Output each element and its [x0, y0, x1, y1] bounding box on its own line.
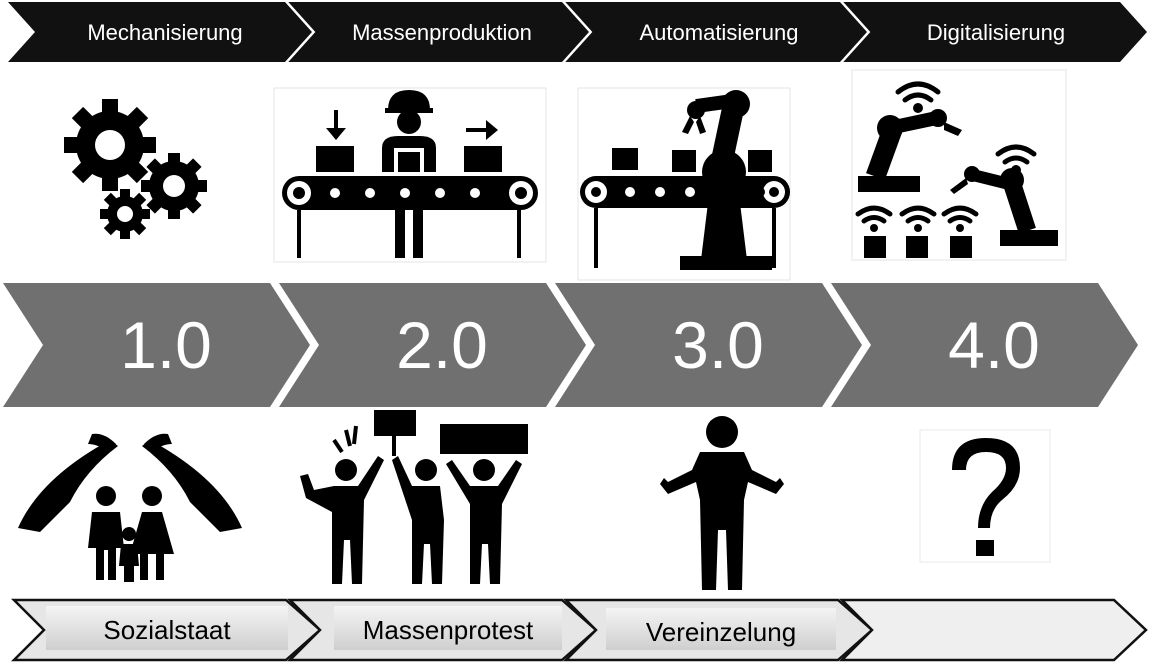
- connected-robots-icon: [851, 69, 1067, 261]
- society-label-2: Massenprotest: [363, 615, 534, 645]
- phase-number-3: 3.0: [672, 308, 764, 382]
- society-label-3: Vereinzelung: [646, 617, 796, 647]
- robot-arm-conveyor-icon: [577, 87, 791, 281]
- protest-crowd-icon: [300, 410, 528, 584]
- society-label-box-1: [46, 606, 288, 650]
- phase-number-2: 2.0: [396, 308, 488, 382]
- top-chevron-3: [564, 2, 867, 62]
- phase-title-1: Mechanisierung: [87, 20, 242, 45]
- top-chevron-2: [287, 2, 589, 62]
- phase-number-1: 1.0: [120, 308, 212, 382]
- bottom-chevron-band: Sozialstaat Massenprotest Vereinzelung: [10, 598, 1148, 662]
- top-chevron-band: Mechanisierung Massenproduktion Automati…: [8, 1, 1147, 63]
- mid-chevron-1: [3, 283, 310, 407]
- question-mark-icon: [919, 429, 1051, 563]
- mid-chevron-4: [831, 283, 1138, 407]
- phase-title-3: Automatisierung: [640, 20, 799, 45]
- bottom-chevron-4: [838, 598, 1148, 662]
- top-chevron-4: [842, 2, 1147, 62]
- mid-chevron-3: [555, 283, 862, 407]
- assembly-line-worker-icon: [273, 87, 547, 263]
- phase-title-4: Digitalisierung: [927, 20, 1065, 45]
- middle-chevron-band: 1.0 2.0 3.0 4.0: [3, 283, 1138, 407]
- phase-title-2: Massenproduktion: [352, 20, 532, 45]
- shrugging-person-icon: [660, 416, 784, 590]
- phase-number-4: 4.0: [948, 308, 1040, 382]
- society-label-box-2: [334, 606, 562, 650]
- top-chevron-1: [8, 2, 312, 62]
- family-protection-icon: [18, 433, 242, 582]
- society-label-box-3: [606, 608, 836, 650]
- mid-chevron-2: [279, 283, 586, 407]
- society-label-1: Sozialstaat: [103, 615, 231, 645]
- gears-icon: [64, 99, 207, 239]
